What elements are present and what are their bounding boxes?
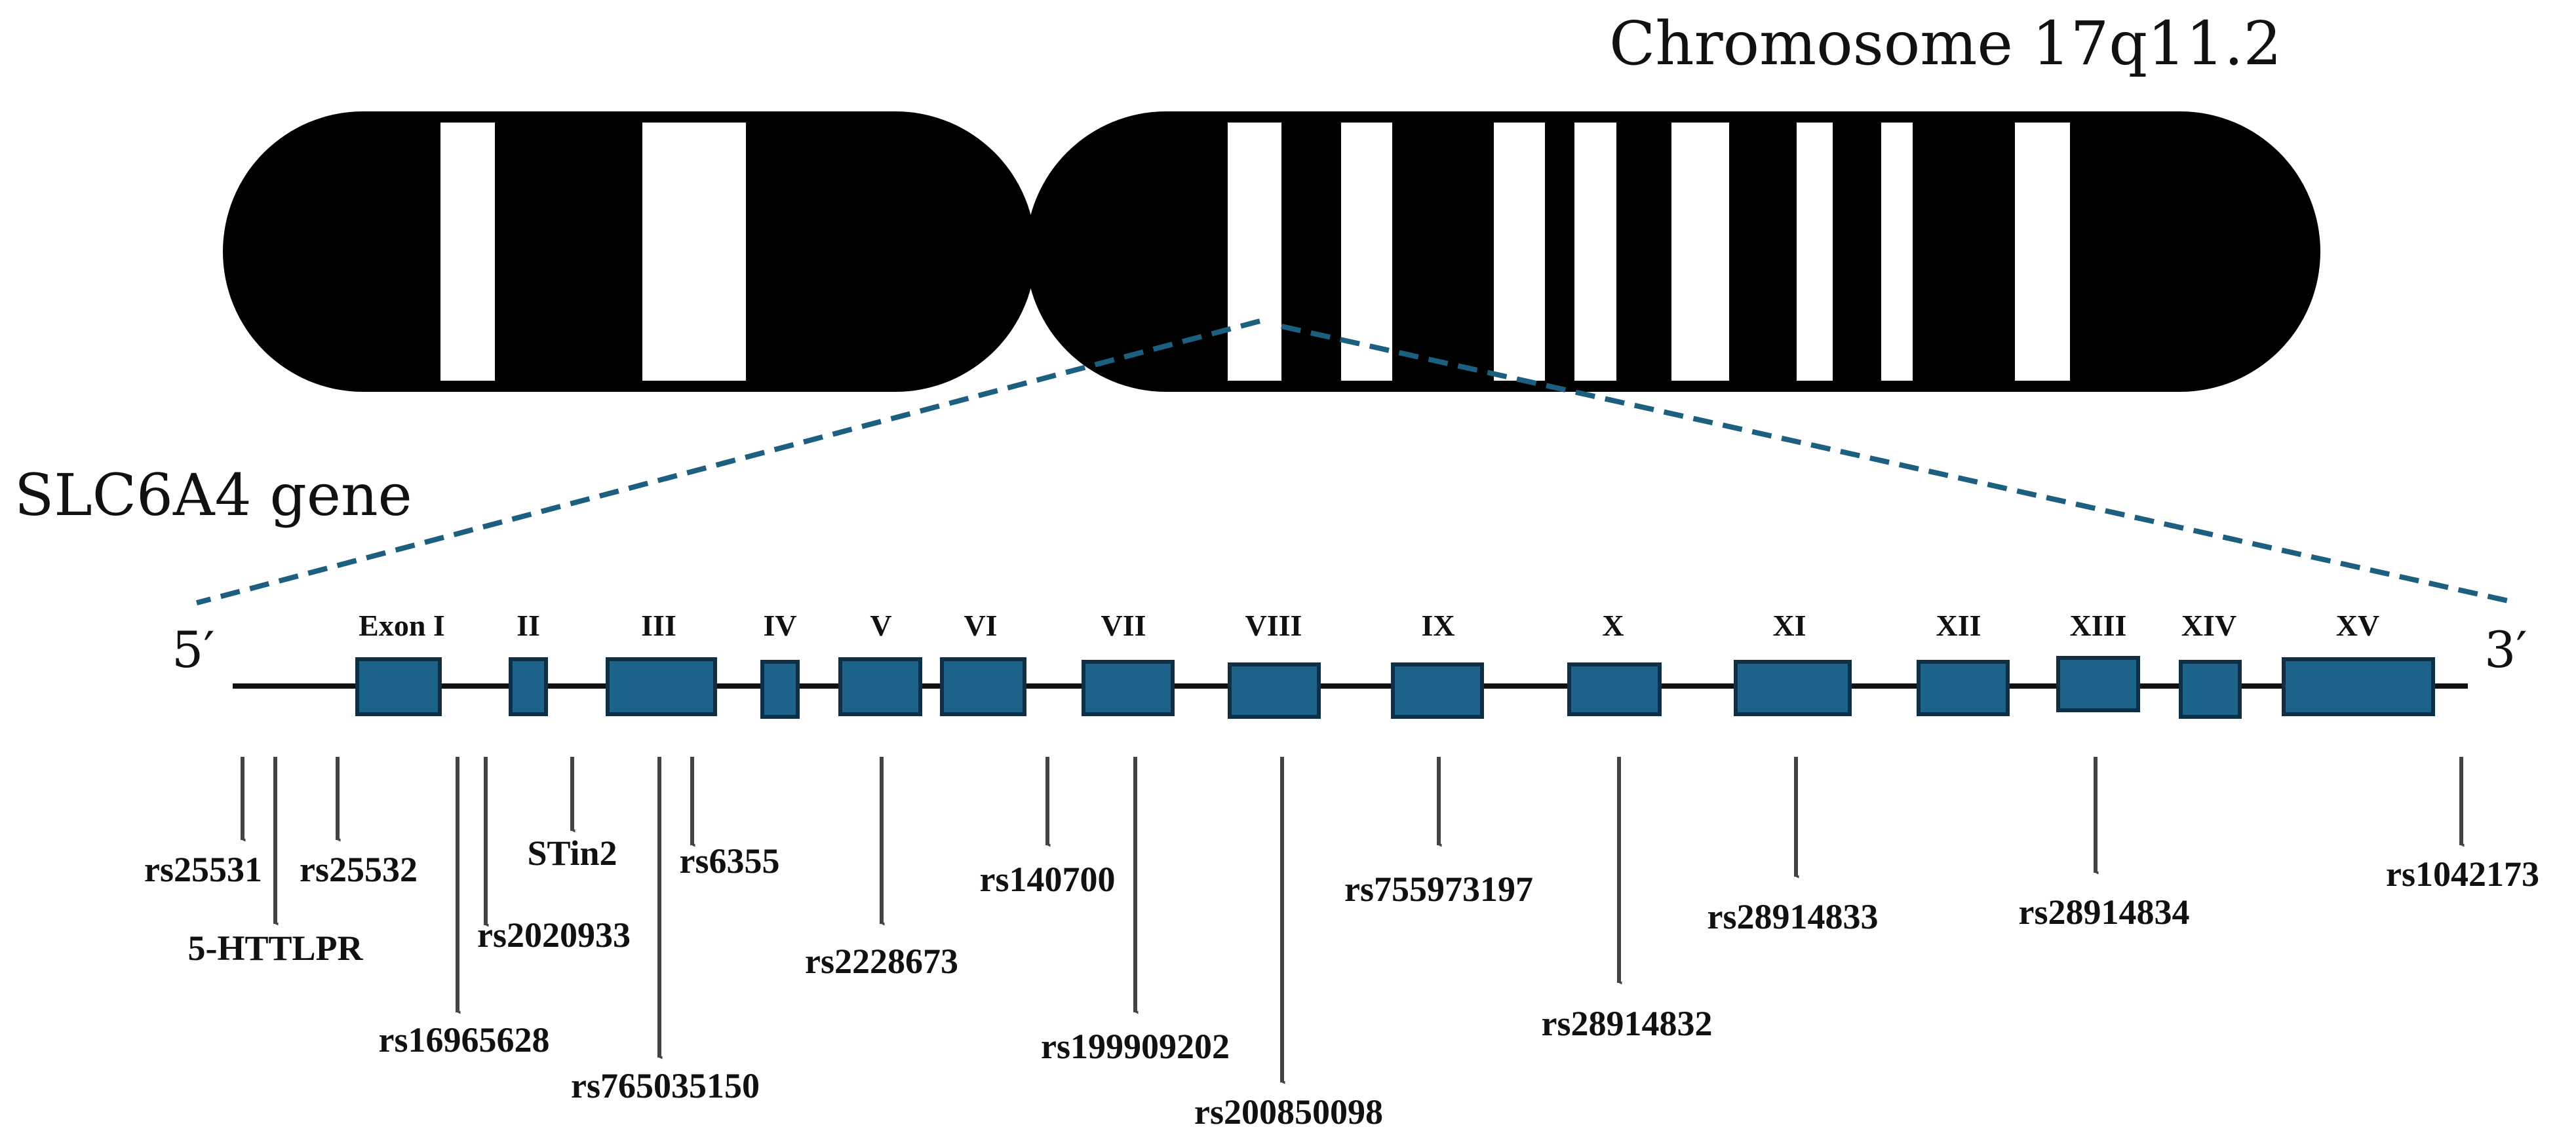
exon-box xyxy=(509,657,548,716)
chromosome-band xyxy=(440,123,495,381)
five-prime-label: 5′ xyxy=(172,621,215,679)
variant-label: 5-HTTLPR xyxy=(187,928,363,968)
exon-box xyxy=(1082,660,1175,716)
exon-label: VI xyxy=(964,609,997,642)
variant-label: rs25531 xyxy=(144,850,262,889)
chromosome-band xyxy=(1671,123,1729,381)
variant-label: rs16965628 xyxy=(379,1020,550,1060)
chromosome-band xyxy=(1574,123,1616,381)
exon-box xyxy=(1734,660,1852,716)
chromosome-band xyxy=(1797,123,1833,381)
exon-label: II xyxy=(517,609,540,642)
chromosome-band xyxy=(1228,123,1281,381)
zoom-line-left xyxy=(195,318,1261,605)
three-prime-label: 3′ xyxy=(2484,621,2527,679)
variant-label: rs1042173 xyxy=(2386,854,2539,894)
variant-label: rs6355 xyxy=(680,841,780,881)
exon-box xyxy=(355,657,442,716)
exon-box xyxy=(606,657,717,716)
chromosome-title: Chromosome 17q11.2 xyxy=(1609,9,2282,79)
exon-box xyxy=(1917,660,2010,716)
chromosome-band xyxy=(1494,123,1545,381)
chromosome-bands xyxy=(440,123,2070,381)
chromosome-band xyxy=(2015,123,2070,381)
exon-box xyxy=(2056,656,2140,712)
exon-label: XII xyxy=(1936,609,1981,642)
exon-box xyxy=(1567,662,1662,716)
exon-box xyxy=(940,657,1026,716)
variant-label: rs25532 xyxy=(300,850,418,889)
variant-label: rs140700 xyxy=(980,860,1116,899)
exon-box xyxy=(1228,662,1321,719)
exon-box xyxy=(838,657,922,716)
exon-label: X xyxy=(1602,609,1624,642)
exon-label: VIII xyxy=(1245,609,1302,642)
variants: rs25531 5-HTTLPR rs25532 rs16965628 rs202093… xyxy=(144,757,2539,1132)
exon-label: XV xyxy=(2336,609,2379,642)
variant-label: rs765035150 xyxy=(571,1066,760,1105)
chromosome-p-arm xyxy=(223,111,1036,392)
exon-box xyxy=(1391,662,1484,719)
exon-label: XIV xyxy=(2181,609,2236,642)
chromosome xyxy=(223,111,2320,392)
variant-label: rs755973197 xyxy=(1344,870,1533,909)
exon-label: IV xyxy=(763,609,796,642)
variant-label: rs200850098 xyxy=(1194,1092,1383,1132)
variant-label: rs2020933 xyxy=(477,915,631,955)
exon-label: VII xyxy=(1101,609,1146,642)
gene-label: SLC6A4 gene xyxy=(14,461,412,529)
exon-box xyxy=(2282,657,2435,716)
exon-box xyxy=(2179,660,2242,719)
exon-label: XIII xyxy=(2070,609,2127,642)
variant-label: rs28914834 xyxy=(2019,892,2190,932)
exon-label: III xyxy=(641,609,676,642)
exon-box xyxy=(760,660,800,719)
chromosome-band xyxy=(642,123,746,381)
variant-label: rs2228673 xyxy=(805,942,958,981)
exon-label: IX xyxy=(1421,609,1454,642)
chromosome-band xyxy=(1341,123,1392,381)
variant-label: rs199909202 xyxy=(1041,1027,1230,1066)
chromosome-band xyxy=(1881,123,1913,381)
exon-label: Exon I xyxy=(359,609,445,642)
exon-label: XI xyxy=(1772,609,1806,642)
variant-label: STin2 xyxy=(527,833,617,873)
variant-label: rs28914833 xyxy=(1708,897,1879,936)
exon-label: V xyxy=(870,609,891,642)
variant-label: rs28914832 xyxy=(1542,1004,1713,1043)
